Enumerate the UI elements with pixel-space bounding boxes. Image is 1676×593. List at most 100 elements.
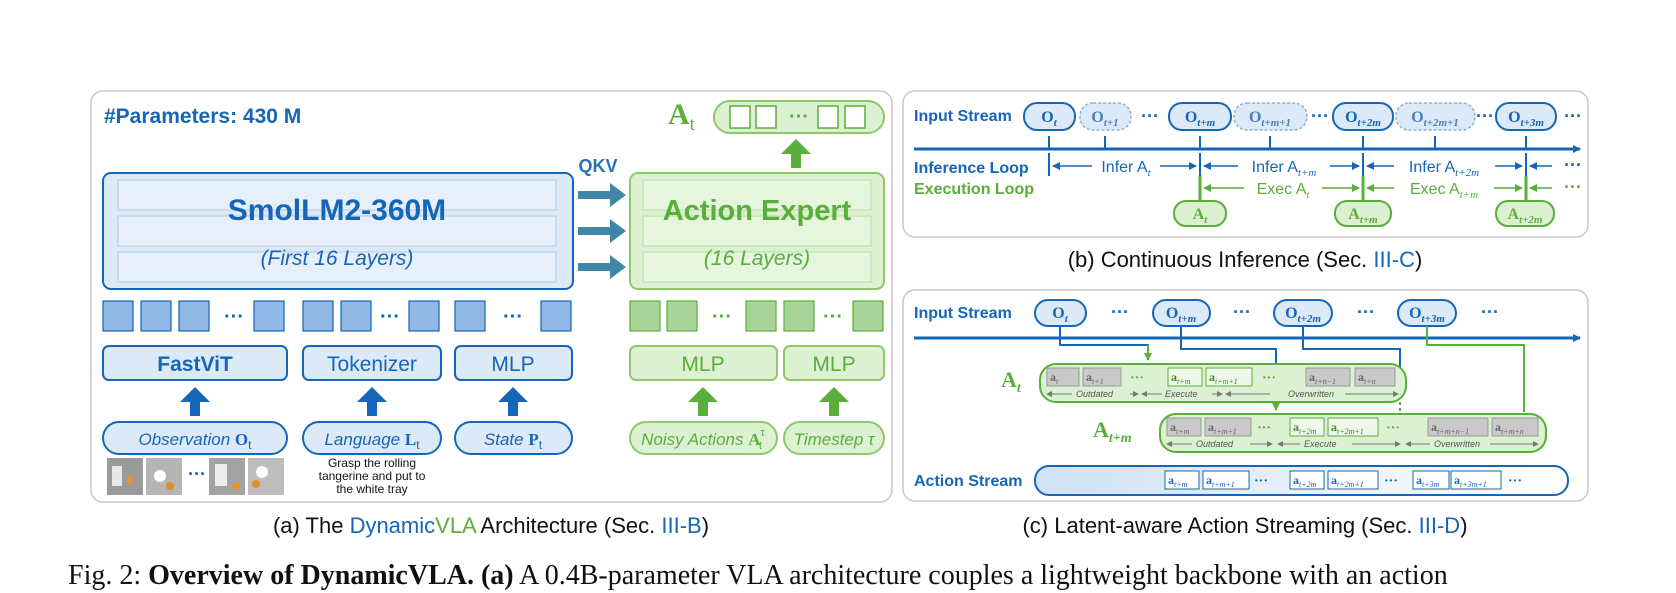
svg-text:···: ··· <box>823 306 843 328</box>
b-observation-tokens: Ot Ot+1 Ot+m Ot+m+1 Ot+2m Ot+2m+1 Ot+3m <box>1023 102 1557 131</box>
qkv-arrow-3 <box>578 255 626 279</box>
svg-text:Ot+3m: Ot+3m <box>1508 109 1544 129</box>
caption-b: (b) Continuous Inference (Sec. III-C) <box>1068 247 1423 272</box>
svg-text:tangerine and put to: tangerine and put to <box>319 469 426 483</box>
row1-label: At <box>1001 367 1022 396</box>
svg-text:Outdated: Outdated <box>1196 439 1234 449</box>
svg-text:···: ··· <box>1564 106 1582 126</box>
svg-text:State Pt: State Pt <box>484 430 543 452</box>
row2-cell-label: at+m <box>1170 420 1190 436</box>
state-input <box>454 421 573 455</box>
stream-cell <box>1164 470 1200 490</box>
svg-text:Language Lt: Language Lt <box>324 430 420 452</box>
row1-cell <box>1167 367 1203 387</box>
row2-cell-label: at+2m+1 <box>1331 420 1364 436</box>
row2-label: At+m <box>1093 417 1132 446</box>
token-row-green <box>629 300 884 332</box>
noisy-actions-input <box>629 421 778 455</box>
stream-cell-label: at+m <box>1168 473 1188 489</box>
qkv-arrow-2 <box>578 219 626 243</box>
tokenizer-box <box>302 345 442 381</box>
execution-loop-label: Execution Loop <box>914 181 1034 198</box>
row1-cell <box>1205 367 1253 387</box>
svg-text:Ot+m: Ot+m <box>1166 305 1197 325</box>
params-label: #Parameters: 430 M <box>104 105 301 128</box>
svg-text:Tokenizer: Tokenizer <box>327 353 417 376</box>
b-input-stream-label: Input Stream <box>914 108 1012 125</box>
row2-regions: Outdated Execute Overwritten <box>1166 439 1539 449</box>
stream-cell-label: at+m+1 <box>1206 473 1235 489</box>
row1-regions: Outdated Execute Overwritten <box>1046 389 1399 399</box>
timestep-mlp-box <box>783 345 885 381</box>
ellipsis: ··· <box>1508 474 1522 489</box>
svg-text:···: ··· <box>224 306 244 328</box>
svg-text:Grasp the rolling: Grasp the rolling <box>328 456 416 470</box>
output-action-label: At <box>668 98 696 135</box>
observation-input <box>102 421 288 455</box>
svg-text:···: ··· <box>503 306 523 328</box>
svg-text:Ot+m+1: Ot+m+1 <box>1249 109 1291 129</box>
row2-cell <box>1289 417 1325 437</box>
svg-text:MLP: MLP <box>812 353 855 376</box>
smollm-subtitle: (First 16 Layers) <box>261 247 414 270</box>
svg-text:Overwritten: Overwritten <box>1288 389 1334 399</box>
language-input <box>302 421 442 455</box>
svg-text:At: At <box>1193 206 1209 226</box>
svg-text:Infer At+2m: Infer At+2m <box>1409 159 1479 179</box>
row1-cell-label: at+m+1 <box>1209 370 1238 386</box>
svg-text:Noisy Actions Aτt: Noisy Actions Aτt <box>641 427 765 452</box>
svg-text:Observation Ot: Observation Ot <box>139 430 253 452</box>
stream-cell-label: at+2m+1 <box>1331 473 1364 489</box>
stream-cell <box>1412 470 1450 490</box>
svg-text:Execute: Execute <box>1165 389 1198 399</box>
row1-cell <box>1354 367 1396 387</box>
svg-text:···: ··· <box>712 306 732 328</box>
stream-cell-label: at+2m <box>1293 473 1317 489</box>
action-stream-label: Action Stream <box>914 473 1022 490</box>
svg-text:At+m: At+m <box>1348 206 1378 226</box>
inference-loop-label: Inference Loop <box>914 160 1029 177</box>
action-expert-subtitle: (16 Layers) <box>704 247 810 270</box>
row1-cell <box>1082 367 1122 387</box>
row1-cell <box>1046 367 1080 387</box>
stream-cell <box>1450 470 1502 490</box>
svg-text:Overwritten: Overwritten <box>1434 439 1480 449</box>
state-mlp-box <box>454 345 573 381</box>
b-action-chunks: At At+m At+2m <box>1173 200 1555 227</box>
observation-thumbnails: ··· <box>107 458 284 495</box>
action-expert-title: Action Expert <box>663 195 852 227</box>
ellipsis: ··· <box>1262 371 1276 386</box>
svg-text:···: ··· <box>1564 177 1582 197</box>
row2-cell-label: at+2m <box>1293 420 1317 436</box>
row1-cell-label: at <box>1050 370 1059 386</box>
row2-cell <box>1427 417 1489 437</box>
svg-text:the white tray: the white tray <box>336 482 407 496</box>
row2-cell <box>1327 417 1379 437</box>
svg-text:Ot+1: Ot+1 <box>1091 109 1118 129</box>
svg-text:FastViT: FastViT <box>157 353 233 376</box>
token-row-blue <box>102 300 572 332</box>
row1-cell <box>1305 367 1351 387</box>
svg-text:···: ··· <box>1141 106 1159 126</box>
noisy-mlp-box <box>629 345 778 381</box>
svg-text:Outdated: Outdated <box>1076 389 1114 399</box>
row1-cell-label: at+1 <box>1086 370 1104 386</box>
ellipsis: ··· <box>1384 474 1398 489</box>
row1-cell-label: at+n−1 <box>1309 370 1336 386</box>
svg-text:···: ··· <box>1476 106 1494 126</box>
figure-caption: Fig. 2: Overview of DynamicVLA. (a) A 0.… <box>68 560 1448 591</box>
ellipsis: ··· <box>1130 371 1144 386</box>
svg-text:Ot+m: Ot+m <box>1185 109 1216 129</box>
row2-cell-label: at+m+n <box>1495 420 1524 436</box>
stream-cell <box>1327 470 1379 490</box>
smollm-title: SmolLM2-360M <box>228 194 446 227</box>
svg-text:MLP: MLP <box>681 353 724 376</box>
input-up-arrows <box>180 387 849 416</box>
svg-text:···: ··· <box>1311 106 1329 126</box>
stream-cell-label: at+3m <box>1416 473 1440 489</box>
svg-text:···: ··· <box>1481 302 1499 322</box>
